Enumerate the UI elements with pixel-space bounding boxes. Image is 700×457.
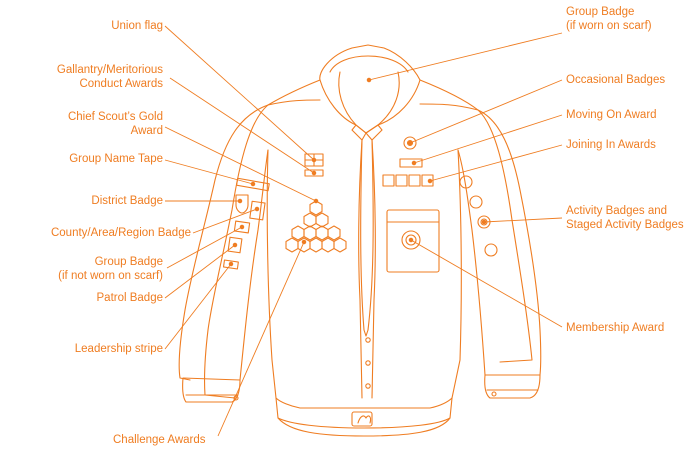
label-group-badge-left-line2: (if not worn on scarf) xyxy=(58,269,163,283)
label-patrol-badge: Patrol Badge xyxy=(97,291,164,305)
label-chief-scout-line2: Award xyxy=(68,124,163,138)
label-occasional-badges: Occasional Badges xyxy=(566,73,665,87)
label-county-area-region-badge: County/Area/Region Badge xyxy=(51,226,191,240)
label-activity-badges-line2: Staged Activity Badges xyxy=(566,218,684,232)
label-group-badge-right-line2: (if worn on scarf) xyxy=(566,19,652,33)
label-group-badge-on-scarf: Group Badge (if worn on scarf) xyxy=(566,5,652,33)
label-activity-badges: Activity Badges and Staged Activity Badg… xyxy=(566,204,684,232)
label-joining-in-awards: Joining In Awards xyxy=(566,138,656,152)
label-activity-badges-line1: Activity Badges and xyxy=(566,204,684,218)
label-union-flag: Union flag xyxy=(111,19,163,33)
label-membership-award: Membership Award xyxy=(566,321,664,335)
label-district-badge: District Badge xyxy=(91,194,163,208)
label-chief-scout-line1: Chief Scout’s Gold xyxy=(68,110,163,124)
label-gallantry-line1: Gallantry/Meritorious xyxy=(57,63,163,77)
label-gallantry-line2: Conduct Awards xyxy=(57,77,163,91)
label-group-badge-not-on-scarf: Group Badge (if not worn on scarf) xyxy=(58,255,163,283)
label-leadership-stripe: Leadership stripe xyxy=(75,342,163,356)
label-group-badge-left-line1: Group Badge xyxy=(58,255,163,269)
label-chief-scout-gold-award: Chief Scout’s Gold Award xyxy=(68,110,163,138)
label-challenge-awards: Challenge Awards xyxy=(113,433,206,447)
label-group-badge-right-line1: Group Badge xyxy=(566,5,652,19)
label-gallantry-awards: Gallantry/Meritorious Conduct Awards xyxy=(57,63,163,91)
label-group-name-tape: Group Name Tape xyxy=(69,152,163,166)
label-moving-on-award: Moving On Award xyxy=(566,108,657,122)
